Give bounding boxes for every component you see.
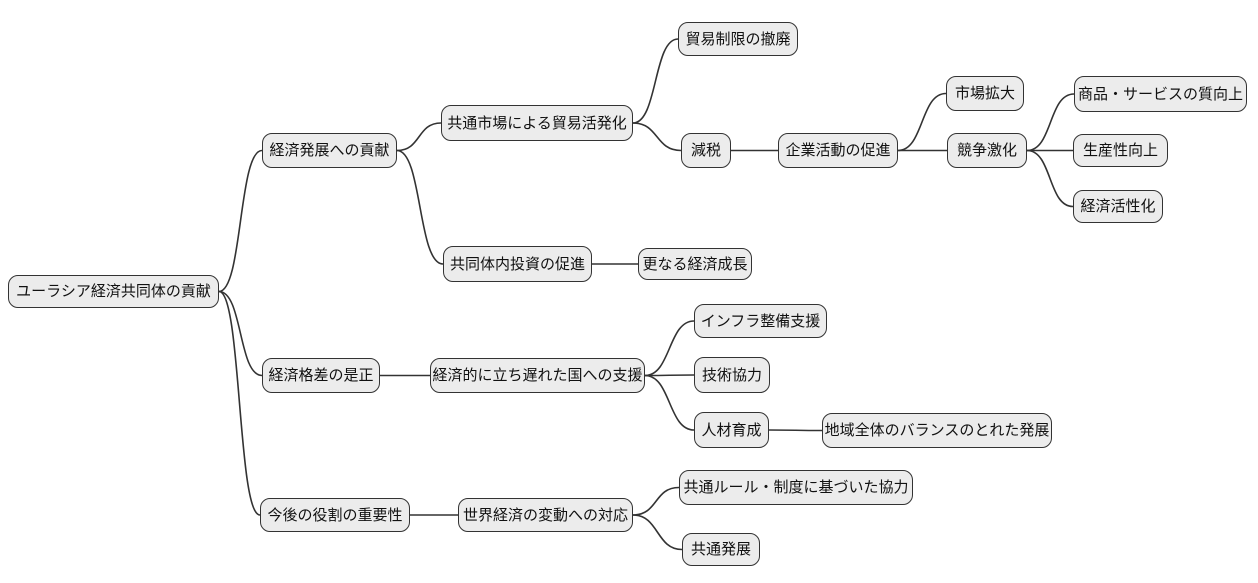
node-chiiki-hatten: 地域全体のバランスのとれた発展 xyxy=(822,413,1052,448)
node-label: 競争激化 xyxy=(956,142,1017,159)
edge-root-to-kongo-yakuwari xyxy=(218,290,261,516)
edge-kyotsu-shijo-to-boeki-seigen xyxy=(632,38,679,124)
node-label: インフラ整備支援 xyxy=(700,312,821,330)
node-genzei: 減税 xyxy=(681,133,731,168)
node-label: 商品・サービスの質向上 xyxy=(1077,85,1243,103)
node-kyodotai-toshi: 共同体内投資の促進 xyxy=(443,246,592,282)
edge-kyoso-gekika-to-shohin-shitsu xyxy=(1026,93,1075,152)
node-shohin-shitsu: 商品・サービスの質向上 xyxy=(1074,76,1247,112)
edge-kyotsu-shijo-to-genzei xyxy=(632,122,682,152)
node-label: 地域全体のバランスのとれた発展 xyxy=(824,422,1050,439)
node-label: 共通発展 xyxy=(690,541,751,558)
node-keizai-hatten: 経済発展への貢献 xyxy=(262,133,397,168)
node-shijo-kakudai: 市場拡大 xyxy=(946,76,1024,111)
edge-tachiokure-shien-to-jinzai-ikusei xyxy=(644,374,695,431)
edge-kigyo-katsudo-to-shijo-kakudai xyxy=(897,92,947,152)
edge-tachiokure-shien-to-gijutsu-kyoryoku xyxy=(644,374,695,377)
node-label: 経済的に立ち遅れた国への支援 xyxy=(432,367,643,384)
node-label: 更なる経済成長 xyxy=(642,255,748,273)
edge-root-to-keizai-hatten xyxy=(218,149,263,293)
edge-tachiokure-shien-to-infra-shien xyxy=(644,320,695,377)
edge-keizai-hatten-to-kyodotai-toshi xyxy=(396,149,444,265)
node-label: 企業活動の促進 xyxy=(785,142,891,159)
edge-keizai-hatten-to-kyotsu-shijo xyxy=(396,122,442,152)
node-sekai-keizai: 世界経済の変動への対応 xyxy=(458,498,633,532)
node-seisansei: 生産性向上 xyxy=(1073,134,1168,167)
node-label: 共同体内投資の促進 xyxy=(449,255,585,273)
node-kongo-yakuwari: 今後の役割の重要性 xyxy=(260,498,410,532)
node-kakusa-zesei: 経済格差の是正 xyxy=(262,358,380,393)
node-label: 共通ルール・制度に基づいた協力 xyxy=(683,479,909,496)
node-tachiokure-shien: 経済的に立ち遅れた国への支援 xyxy=(430,358,645,393)
node-kyotsu-shijo: 共通市場による貿易活発化 xyxy=(441,105,633,141)
node-label: 経済発展への貢献 xyxy=(269,142,390,159)
node-gijutsu-kyoryoku: 技術協力 xyxy=(694,357,770,393)
edge-sekai-keizai-to-kyotsu-hatten xyxy=(632,514,683,551)
node-jinzai-ikusei: 人材育成 xyxy=(694,412,769,448)
edge-sekai-keizai-to-kyotsu-rule xyxy=(632,486,680,516)
node-keizai-kassei: 経済活性化 xyxy=(1073,190,1163,223)
node-label: 技術協力 xyxy=(701,366,762,384)
node-kigyo-katsudo: 企業活動の促進 xyxy=(778,133,898,168)
node-label: 共通市場による貿易活発化 xyxy=(447,114,627,132)
edge-kyoso-gekika-to-keizai-kassei xyxy=(1026,149,1074,208)
node-root: ユーラシア経済共同体の貢献 xyxy=(8,275,219,308)
node-label: ユーラシア経済共同体の貢献 xyxy=(16,283,211,300)
node-boeki-seigen: 貿易制限の撤廃 xyxy=(678,22,798,56)
node-infra-shien: インフラ整備支援 xyxy=(694,304,827,338)
edge-jinzai-ikusei-to-chiiki-hatten xyxy=(768,429,823,432)
node-label: 人材育成 xyxy=(701,421,762,439)
node-label: 経済活性化 xyxy=(1080,198,1156,215)
node-kyoso-gekika: 競争激化 xyxy=(947,133,1027,168)
node-label: 市場拡大 xyxy=(954,85,1015,102)
node-label: 減税 xyxy=(690,142,721,159)
node-kyotsu-hatten: 共通発展 xyxy=(682,533,760,566)
edge-root-to-kakusa-zesei xyxy=(218,290,263,377)
node-label: 今後の役割の重要性 xyxy=(267,506,403,524)
node-label: 貿易制限の撤廃 xyxy=(685,30,791,48)
node-kyotsu-rule: 共通ルール・制度に基づいた協力 xyxy=(679,470,913,505)
node-label: 経済格差の是正 xyxy=(268,367,374,384)
node-label: 世界経済の変動への対応 xyxy=(462,506,628,524)
node-saranaru-seicho: 更なる経済成長 xyxy=(638,248,752,280)
node-label: 生産性向上 xyxy=(1082,142,1158,159)
